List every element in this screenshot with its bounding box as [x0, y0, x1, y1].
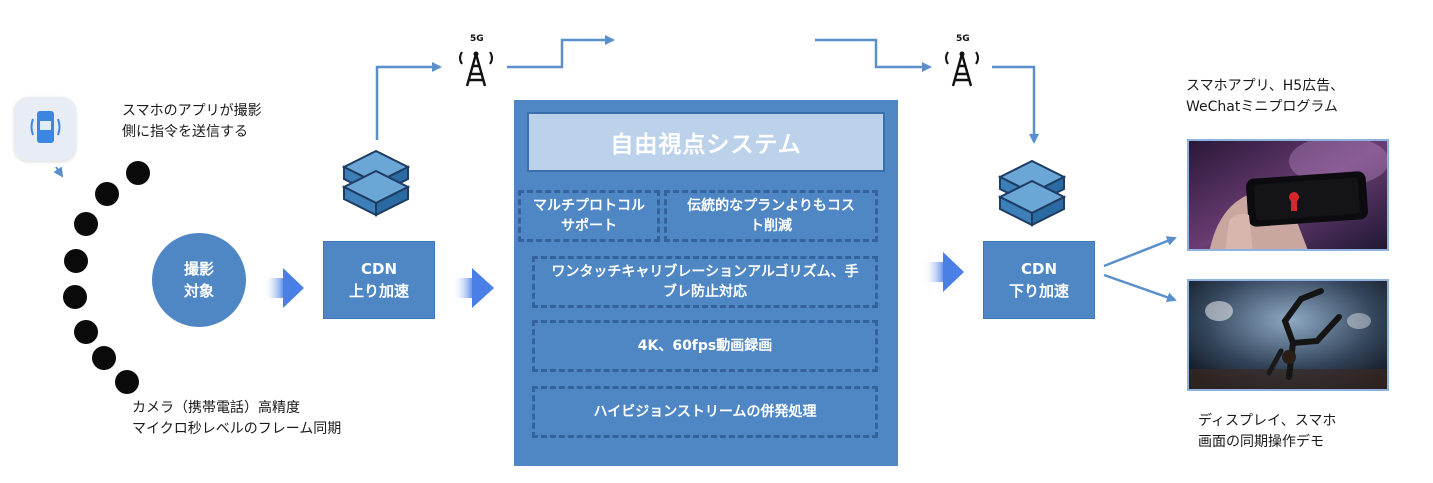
camera-dot	[64, 249, 88, 273]
feature-stream-processing: ハイビジョンストリームの併発処理	[532, 386, 878, 438]
tower-5g-icon	[459, 51, 493, 87]
camera-dot	[74, 212, 98, 236]
top-output-caption: スマホアプリ、H5広告、 WeChatミニプログラム	[1186, 78, 1345, 115]
feature-cost-reduction: 伝統的なプランよりもコス ト削減	[664, 190, 878, 242]
phone-app-card	[14, 97, 76, 161]
app-instruction-text: スマホのアプリが撮影 側に指令を送信する	[122, 103, 262, 140]
tower-label: 5G	[956, 34, 970, 44]
server-stack-icon	[341, 149, 411, 217]
link-to-top-output	[1103, 236, 1177, 268]
link-tower-to-cloud	[507, 35, 615, 69]
link-cdn-up-to-tower	[375, 62, 442, 140]
cdn-upload-node: CDN 上り加速	[323, 241, 435, 319]
camera-dot	[115, 370, 139, 394]
flow-arrow-cdn-to-system	[452, 268, 494, 308]
system-title: 自由視点システム	[527, 112, 885, 172]
feature-4k-recording: 4K、60fps動画録画	[532, 320, 878, 372]
feature-multiprotocol: マルチプロトコル サポート	[518, 190, 660, 242]
link-to-bottom-output	[1103, 273, 1177, 303]
flow-arrow-system-to-cdn	[923, 252, 964, 292]
link-tower-to-cdn-down	[992, 65, 1039, 144]
camera-dot	[63, 285, 87, 309]
phone-down-arrow	[53, 166, 64, 178]
breakdancer-illustration	[1189, 281, 1387, 389]
feature-calibration: ワンタッチキャリブレーションアルゴリズム、手 ブレ防止対応	[532, 256, 878, 308]
link-cloud-to-tower	[815, 38, 932, 72]
smartphone-icon	[30, 111, 61, 143]
phone-viewing-illustration	[1189, 141, 1387, 249]
tower-5g-icon	[945, 51, 979, 87]
tower-label: 5G	[470, 34, 484, 44]
camera-caption: カメラ（携帯電話）高精度 マイクロ秒レベルのフレーム同期	[132, 400, 342, 437]
camera-dot	[92, 346, 116, 370]
camera-dot	[95, 182, 119, 206]
flow-arrow-subject-to-cdn	[263, 268, 304, 308]
phone-viewing-photo	[1187, 139, 1389, 251]
breakdance-display-photo	[1187, 279, 1389, 391]
bottom-output-caption: ディスプレイ、スマホ 画面の同期操作デモ	[1198, 413, 1337, 450]
camera-dot	[74, 320, 98, 344]
subject-node: 撮影 対象	[152, 233, 246, 327]
server-stack-icon	[997, 159, 1067, 227]
cdn-download-node: CDN 下り加速	[983, 241, 1095, 319]
camera-dot	[126, 161, 150, 185]
